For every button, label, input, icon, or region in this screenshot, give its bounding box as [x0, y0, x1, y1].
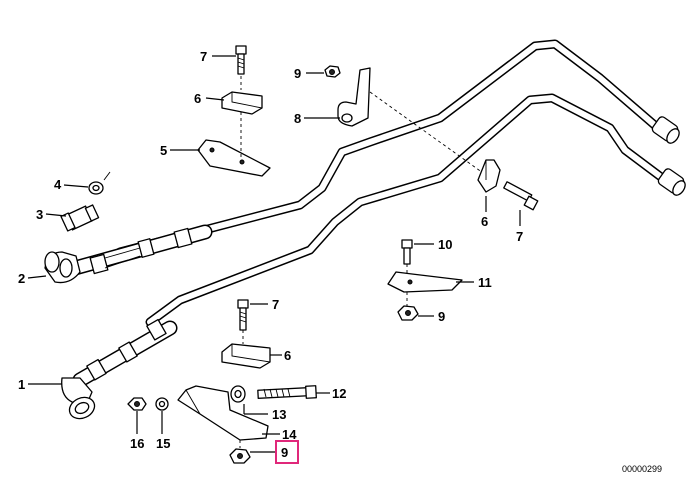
elbow-fitting-2: [44, 251, 81, 284]
bracket-11: [387, 271, 463, 293]
callout-11[interactable]: 11: [478, 275, 492, 290]
nut-9-right: [397, 305, 419, 321]
washer-15: [155, 397, 169, 411]
callout-9-top[interactable]: 9: [294, 66, 301, 81]
callout-6-top[interactable]: 6: [194, 91, 201, 106]
upper-pipe-end-fitting: [651, 116, 680, 144]
axis-line-right: [369, 91, 491, 179]
callout-5[interactable]: 5: [160, 143, 167, 158]
lower-hose: [72, 318, 178, 388]
leader-lines: [27, 55, 521, 453]
union-fitting-3: [60, 204, 100, 232]
callout-9-bottom[interactable]: 9: [281, 445, 288, 460]
callout-14[interactable]: 14: [282, 427, 297, 442]
bolt-10: [401, 239, 413, 265]
nut-16: [127, 397, 147, 411]
elbow-fitting-1: [61, 377, 96, 420]
washer-4: [88, 171, 111, 195]
clip-6-right: [477, 159, 501, 193]
callout-16[interactable]: 16: [130, 436, 144, 451]
callout-13[interactable]: 13: [272, 407, 286, 422]
callout-8[interactable]: 8: [294, 111, 301, 126]
bracket-14: [177, 385, 269, 441]
diagram-code: 00000299: [622, 464, 662, 474]
callout-1[interactable]: 1: [18, 377, 25, 392]
upper-hose: [67, 224, 213, 276]
callout-7-bottom[interactable]: 7: [272, 297, 279, 312]
callout-6-bottom[interactable]: 6: [284, 348, 291, 363]
lower-pipe: [145, 93, 670, 327]
callout-9-right[interactable]: 9: [438, 309, 445, 324]
callout-10[interactable]: 10: [438, 237, 452, 252]
bracket-5: [197, 139, 271, 177]
bracket-8: [337, 67, 371, 127]
clip-6-top: [221, 91, 263, 115]
nut-9-bottom: [229, 448, 251, 464]
lower-pipe-end-fitting: [657, 168, 686, 196]
callout-7-right[interactable]: 7: [516, 229, 523, 244]
washer-13: [230, 385, 246, 403]
bolt-12: [257, 385, 317, 399]
callout-7-top[interactable]: 7: [200, 49, 207, 64]
clip-6-bottom: [221, 343, 271, 369]
callout-12[interactable]: 12: [332, 386, 346, 401]
nut-9-top: [324, 65, 341, 78]
callout-3[interactable]: 3: [36, 207, 43, 222]
callout-6-right[interactable]: 6: [481, 214, 488, 229]
bolt-7-top: [235, 45, 247, 75]
bolt-7-right: [503, 181, 539, 211]
callout-2[interactable]: 2: [18, 271, 25, 286]
callout-9-highlight-box: [275, 440, 299, 464]
upper-pipe: [115, 39, 663, 257]
callout-15[interactable]: 15: [156, 436, 170, 451]
callout-4[interactable]: 4: [54, 177, 62, 192]
bolt-7-bottom: [237, 299, 249, 331]
